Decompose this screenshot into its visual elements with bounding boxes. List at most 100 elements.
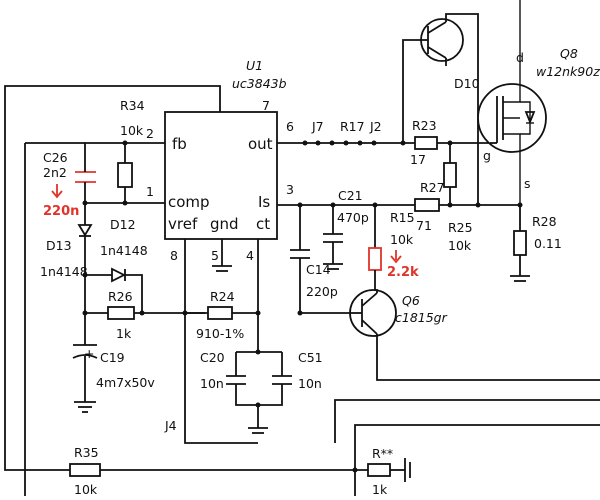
d10-collector <box>427 21 447 34</box>
r27-value: 71 <box>416 218 432 233</box>
c51-value: 10n <box>298 376 322 391</box>
c21-ref: C21 <box>338 188 363 203</box>
r15-ref: R15 <box>390 210 415 225</box>
vref-wire <box>184 239 258 444</box>
r24-value: 910-1% <box>196 326 244 341</box>
r15-body <box>368 247 382 271</box>
q6-emitter-wire <box>376 334 600 381</box>
q6-collector-lead <box>375 289 378 293</box>
r24-body <box>207 306 233 320</box>
node <box>372 202 378 208</box>
pin-fb-label: fb <box>172 135 187 153</box>
ground-icon <box>510 275 530 282</box>
node <box>329 140 335 146</box>
vcc-wire <box>4 85 221 471</box>
node <box>343 140 349 146</box>
c20-c51-return <box>235 384 283 406</box>
q8-pin-g: g <box>483 148 491 163</box>
c14-value: 220p <box>306 284 338 299</box>
d10-emitter <box>427 46 447 59</box>
ground-icon <box>248 427 268 434</box>
ic-ref: U1 <box>246 58 263 73</box>
q6-ref: Q6 <box>402 293 420 308</box>
c20-value: 10n <box>200 376 224 391</box>
r26-ref: R26 <box>108 289 133 304</box>
pin-ct-label: ct <box>256 215 270 233</box>
q8-diode-wire <box>520 101 531 135</box>
node <box>82 310 88 316</box>
q8-value: w12nk90z <box>536 64 600 79</box>
down-arrow-icon <box>390 250 402 264</box>
r17-ref: R17 <box>340 119 365 134</box>
ic-part: uc3843b <box>232 76 287 91</box>
c26-ref: C26 <box>43 150 68 165</box>
c26-value: 2n2 <box>43 165 67 180</box>
r28-value: 0.11 <box>534 236 562 251</box>
pin-number-1: 1 <box>146 184 154 199</box>
r35-body <box>69 463 101 477</box>
pnp-base-wire <box>402 39 420 143</box>
q8-pin-d: d <box>516 50 524 65</box>
feedback-wire <box>334 399 600 443</box>
pin-number-2: 2 <box>146 126 154 141</box>
pin-number-5: 5 <box>211 248 219 263</box>
r34-ref: R34 <box>120 98 145 113</box>
pin-gnd-label: gnd <box>210 215 239 233</box>
d13-ref: D13 <box>46 238 72 253</box>
r26-value: 1k <box>116 326 132 341</box>
c19-ref: C19 <box>100 350 125 365</box>
node <box>122 140 128 146</box>
node <box>352 467 358 473</box>
down-arrow-icon <box>51 184 63 199</box>
r26-body <box>107 306 135 320</box>
r15-replacement: 2.2k <box>387 265 419 280</box>
r34-value: 10k <box>120 123 144 138</box>
pin-comp-label: comp <box>168 193 210 211</box>
pin-number-8: 8 <box>170 248 178 263</box>
r23-ref: R23 <box>412 118 437 133</box>
q6-emitter <box>361 319 378 335</box>
r23-body <box>414 136 438 150</box>
r27-body <box>414 198 440 212</box>
r15-value: 10k <box>390 232 414 247</box>
pin-is-label: Is <box>258 193 270 211</box>
ic-u1-body <box>164 111 278 240</box>
q6-collector <box>361 292 378 307</box>
q8-ref: Q8 <box>560 46 578 61</box>
r35-ref: R35 <box>74 445 99 460</box>
node <box>475 202 481 208</box>
r25-value: 10k <box>448 238 472 253</box>
r23-value: 17 <box>410 152 426 167</box>
d10-collector-wire <box>445 13 479 205</box>
node <box>139 310 145 316</box>
pin-out-label: out <box>248 135 273 153</box>
node <box>82 272 88 278</box>
d12-body <box>111 267 127 283</box>
rxx-value: 1k <box>372 482 388 497</box>
c19-plate-bottom <box>72 354 98 359</box>
d13-body <box>77 224 93 237</box>
r24-ref: R24 <box>210 289 235 304</box>
c21-value: 470p <box>337 210 369 225</box>
j2-ref: J2 <box>369 119 382 134</box>
r25-ref: R25 <box>448 220 473 235</box>
q8-source-wire <box>503 133 521 205</box>
j4-ref: J4 <box>164 418 177 433</box>
d12-value: 1n4148 <box>100 243 148 258</box>
node <box>255 402 261 408</box>
r28-ref: R28 <box>532 214 557 229</box>
d10-ref: D10 <box>454 76 480 91</box>
d12-wire-right <box>125 274 143 313</box>
rxx-body <box>367 463 391 477</box>
q8-drain-wire <box>503 0 521 103</box>
node <box>447 202 453 208</box>
ground-icon <box>74 401 96 413</box>
node <box>315 140 321 146</box>
node <box>357 140 363 146</box>
c26-replacement: 220n <box>43 204 79 219</box>
node <box>297 310 303 316</box>
ground-icon <box>404 458 411 482</box>
d12-ref: D12 <box>110 217 136 232</box>
c20-ref: C20 <box>200 350 225 365</box>
pin-number-7: 7 <box>262 98 270 113</box>
